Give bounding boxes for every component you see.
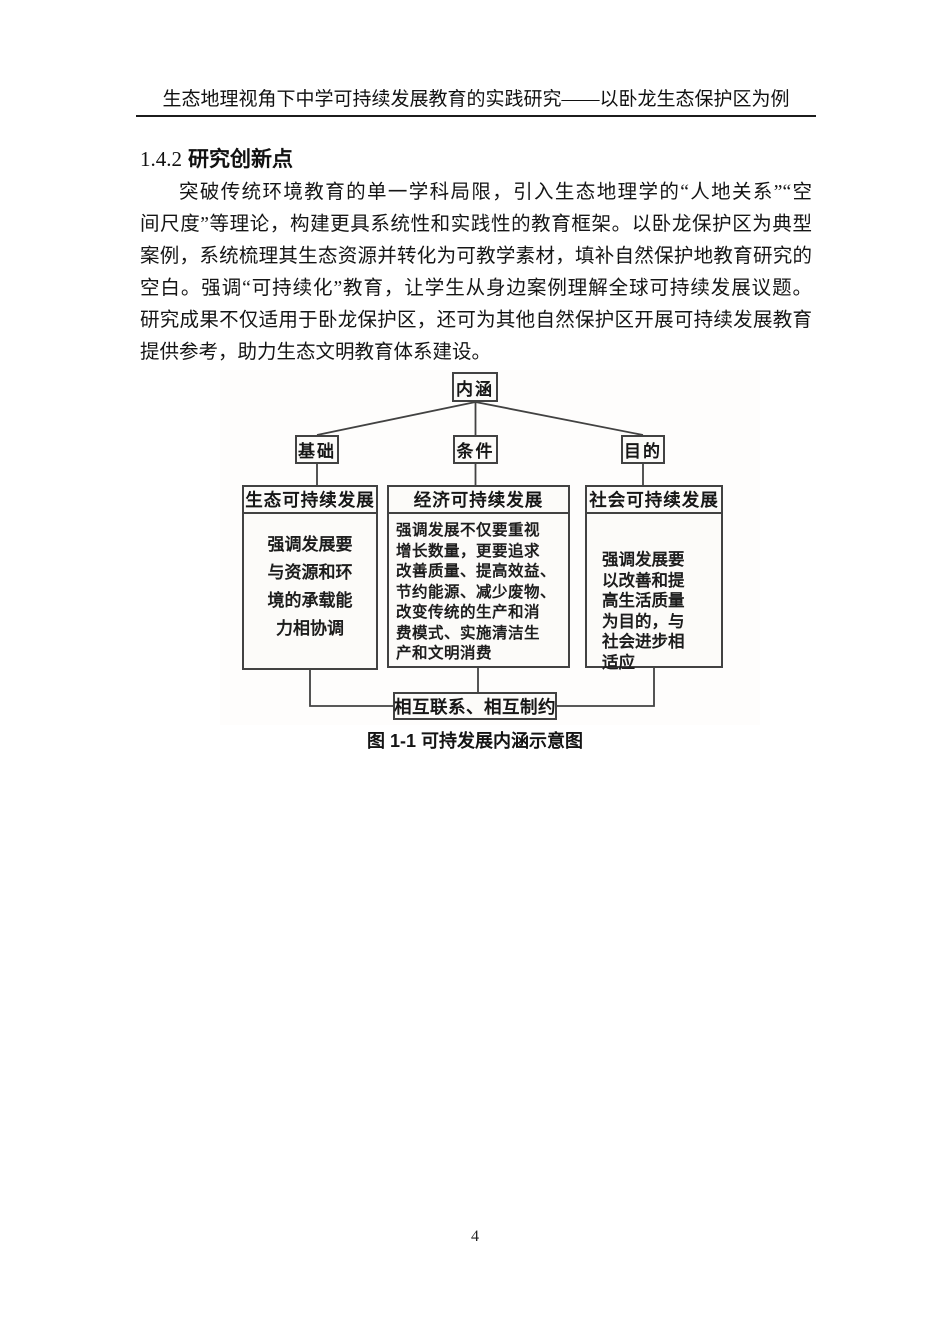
paragraph-line: 间尺度”等理论，构建更具系统性和实践性的教育框架。以卧龙保护区为典型 <box>140 214 812 235</box>
section-number: 1.4.2 <box>140 147 182 171</box>
paragraph-line: 提供参考，助力生态文明教育体系建设。 <box>140 342 492 363</box>
paragraph-line: 案例，系统梳理其生态资源并转化为可教学素材，填补自然保护地教育研究的 <box>140 246 812 267</box>
diagram-node-root: 内涵 <box>452 372 498 402</box>
diagram-column-ecological: 生态可持续发展 强调发展要 与资源和环 境的承载能 力相协调 <box>242 485 378 670</box>
paragraph-line: 突破传统环境教育的单一学科局限，引入生态地理学的“人地关系”“空 <box>179 182 812 203</box>
diagram-node-root-label: 内涵 <box>456 379 494 399</box>
diagram-column-economic: 经济可持续发展 强调发展不仅要重视 增长数量，更要追求 改善质量、提高效益、 节… <box>387 485 570 668</box>
diagram-column-ecological-body: 强调发展要 与资源和环 境的承载能 力相协调 <box>267 535 353 638</box>
body-paragraph: 突破传统环境教育的单一学科局限，引入生态地理学的“人地关系”“空 间尺度”等理论… <box>140 177 812 369</box>
page-number: 4 <box>471 1228 479 1245</box>
diagram-node-condition: 条件 <box>453 435 498 464</box>
diagram-column-ecological-header: 生态可持续发展 <box>244 487 376 514</box>
diagram-node-condition-label: 条件 <box>456 442 495 461</box>
diagram-column-social: 社会可持续发展 强调发展要 以改善和提 高生活质量 为目的，与 社会进步相 适应 <box>585 485 723 672</box>
section-title: 研究创新点 <box>188 148 293 171</box>
diagram-column-economic-body: 强调发展不仅要重视 增长数量，更要追求 改善质量、提高效益、 节约能源、减少废物… <box>396 522 557 662</box>
diagram-node-basis: 基础 <box>295 435 339 464</box>
diagram-node-interrelation-label: 相互联系、相互制约 <box>394 696 556 717</box>
paragraph-line: 研究成果不仅适用于卧龙保护区，还可为其他自然保护区开展可持续发展教育 <box>140 310 812 331</box>
figure-caption: 图 1-1 可持发展内涵示意图 <box>366 731 584 751</box>
connector-lines <box>309 401 655 707</box>
diagram-node-interrelation: 相互联系、相互制约 <box>393 692 557 720</box>
running-head-title: 生态地理视角下中学可持续发展教育的实践研究——以卧龙生态保护区为例 <box>136 88 816 117</box>
figure-diagram: 内涵 基础 条件 目的 生态可持续发展 强调发展要 与资源和环 境的承载能 力相… <box>220 370 760 725</box>
diagram-column-social-header: 社会可持续发展 <box>587 487 721 514</box>
diagram-node-basis-label: 基础 <box>298 442 336 461</box>
diagram-column-economic-header: 经济可持续发展 <box>389 487 568 514</box>
diagram-node-purpose-label: 目的 <box>624 442 662 461</box>
section-heading: 1.4.2 研究创新点 <box>140 143 293 173</box>
diagram-node-purpose: 目的 <box>621 435 665 464</box>
paragraph-line: 空白。强调“可持续化”教育，让学生从身边案例理解全球可持续发展议题。 <box>140 278 812 299</box>
diagram-column-social-body: 强调发展要 以改善和提 高生活质量 为目的，与 社会进步相 适应 <box>602 551 685 672</box>
